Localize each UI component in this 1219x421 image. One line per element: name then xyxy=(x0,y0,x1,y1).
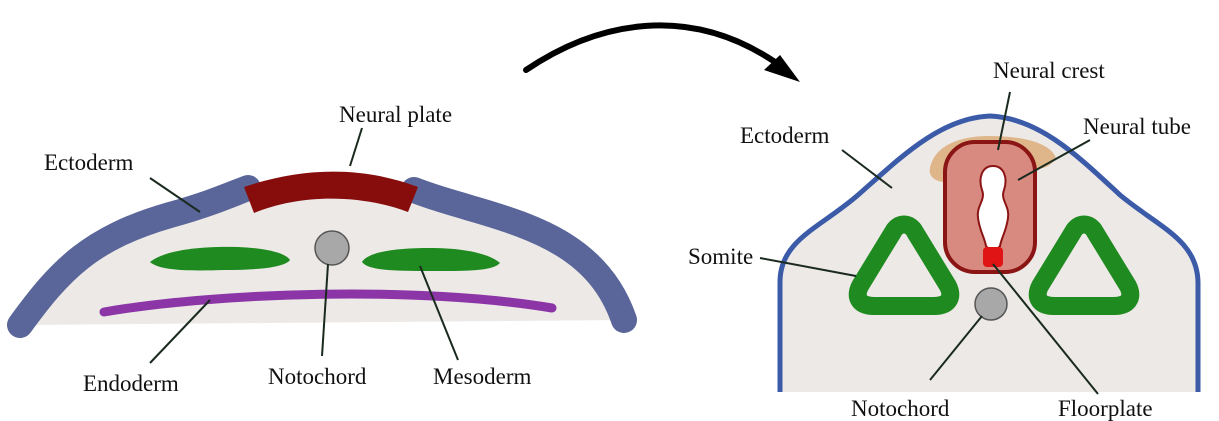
label-neural-tube: Neural tube xyxy=(1083,114,1191,139)
label-somite: Somite xyxy=(688,244,753,269)
neural-plate-stage: Neural plate Ectoderm Endoderm Notochord… xyxy=(20,102,624,396)
left-notochord xyxy=(315,231,349,265)
arrow-shaft xyxy=(526,25,775,70)
leader-neural-plate xyxy=(350,128,362,166)
label-neural-plate: Neural plate xyxy=(339,102,452,127)
label-left-ectoderm: Ectoderm xyxy=(44,150,134,175)
neural-tube-lumen xyxy=(978,166,1009,249)
neural-tube-stage: Neural crest Ectoderm Neural tube Somite… xyxy=(688,58,1198,421)
transition-arrow xyxy=(526,25,800,82)
label-neural-crest: Neural crest xyxy=(993,58,1105,83)
label-endoderm: Endoderm xyxy=(83,371,179,396)
label-left-notochord: Notochord xyxy=(268,364,367,389)
label-floorplate: Floorplate xyxy=(1058,396,1153,421)
label-right-notochord: Notochord xyxy=(851,396,950,421)
label-right-ectoderm: Ectoderm xyxy=(740,123,830,148)
label-mesoderm: Mesoderm xyxy=(433,364,531,389)
right-notochord xyxy=(975,288,1007,320)
